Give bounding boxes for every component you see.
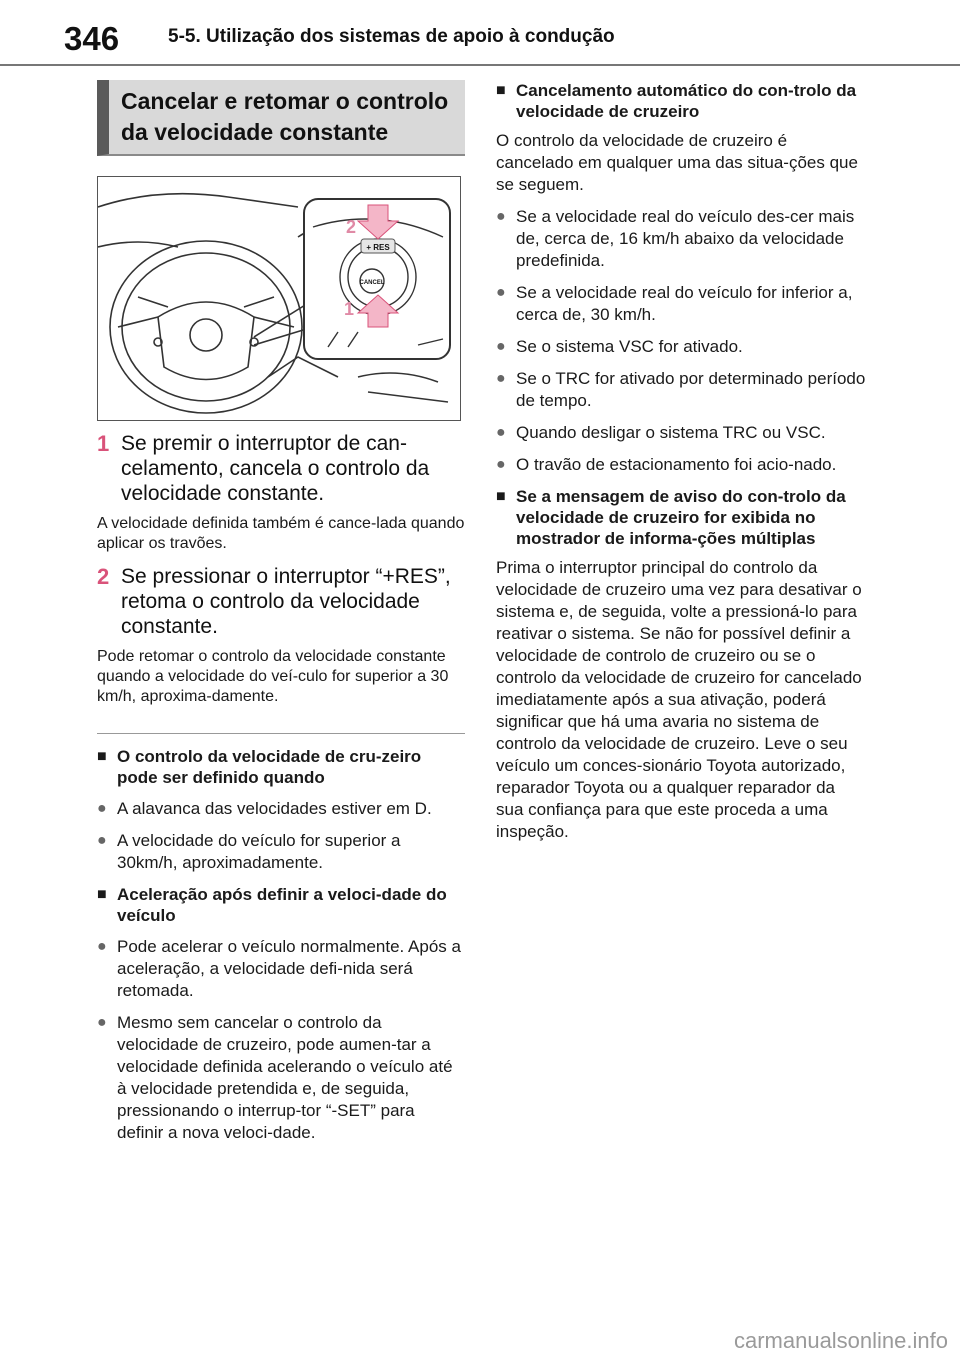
circle-bullet-icon: ●: [496, 456, 506, 473]
list-item: ● Se o sistema VSC for ativado.: [496, 336, 866, 358]
list-item: ● Se a velocidade real do veículo des-ce…: [496, 206, 866, 272]
list-item: ● A alavanca das velocidades estiver em …: [97, 798, 465, 820]
list-item-text: Se a velocidade real do veículo des-cer …: [516, 207, 855, 270]
header-divider: [0, 64, 960, 66]
step-text: Se pressionar o interruptor “+RES”, reto…: [121, 565, 451, 638]
callout-2: 2: [346, 217, 356, 237]
list-item: ● Pode acelerar o veículo normalmente. A…: [97, 936, 465, 1002]
step-number: 2: [97, 564, 110, 589]
subsection-heading: ■ Cancelamento automático do con-trolo d…: [496, 80, 866, 122]
subsection-heading: ■ Se a mensagem de aviso do con-trolo da…: [496, 486, 866, 549]
subsection-heading-text: O controlo da velocidade de cru-zeiro po…: [117, 747, 422, 787]
square-icon: ■: [97, 748, 107, 765]
circle-bullet-icon: ●: [496, 370, 506, 387]
circle-bullet-icon: ●: [97, 938, 107, 955]
subsection-heading-text: Cancelamento automático do con-trolo da …: [516, 81, 857, 121]
left-column: Cancelar e retomar o controlo da velocid…: [97, 80, 465, 1144]
steering-wheel-illustration: + RES CANCEL 2 1: [97, 176, 461, 421]
circle-bullet-icon: ●: [97, 800, 107, 817]
step-note: A velocidade definida também é cance-lad…: [97, 515, 465, 552]
subsection-heading-text: Se a mensagem de aviso do con-trolo da v…: [516, 487, 846, 548]
list-item-text: Quando desligar o sistema TRC ou VSC.: [516, 423, 826, 442]
list-item-text: A alavanca das velocidades estiver em D.: [117, 799, 432, 818]
section-divider: [97, 733, 465, 734]
step-1: 1 Se premir o interruptor de can-celamen…: [97, 431, 465, 506]
step-text: Se premir o interruptor de can-celamento…: [121, 432, 430, 505]
square-icon: ■: [496, 82, 506, 99]
cancel-button-label: CANCEL: [360, 280, 385, 286]
step-note: Pode retomar o controlo da velocidade co…: [97, 648, 449, 705]
list-item-text: A velocidade do veículo for superior a 3…: [117, 831, 401, 872]
list-item: ● A velocidade do veículo for superior a…: [97, 830, 465, 874]
topic-title-line-2: da velocidade constante: [121, 119, 389, 145]
square-icon: ■: [97, 886, 107, 903]
topic-title-box: Cancelar e retomar o controlo da velocid…: [97, 80, 465, 156]
right-column: ■ Cancelamento automático do con-trolo d…: [496, 80, 866, 843]
subsection-heading-text: Aceleração após definir a veloci-dade do…: [117, 885, 447, 925]
square-icon: ■: [496, 488, 506, 505]
circle-bullet-icon: ●: [496, 424, 506, 441]
callout-1: 1: [344, 299, 354, 319]
circle-bullet-icon: ●: [97, 832, 107, 849]
step-number: 1: [97, 431, 110, 456]
list-item: ● Mesmo sem cancelar o controlo da veloc…: [97, 1012, 465, 1144]
paragraph: Prima o interruptor principal do control…: [496, 558, 862, 841]
list-item: ● Se a velocidade real do veículo for in…: [496, 282, 866, 326]
list-item-text: Se o TRC for ativado por determinado per…: [516, 369, 866, 410]
res-button-label: + RES: [366, 243, 390, 252]
down-arrow-icon: [356, 204, 400, 240]
paragraph: O controlo da velocidade de cruzeiro é c…: [496, 131, 858, 194]
subsection-heading: ■ Aceleração após definir a veloci-dade …: [97, 884, 465, 926]
section-title: 5-5. Utilização dos sistemas de apoio à …: [168, 26, 615, 47]
list-item: ● Se o TRC for ativado por determinado p…: [496, 368, 866, 412]
list-item-text: Se a velocidade real do veículo for infe…: [516, 283, 853, 324]
step-2: 2 Se pressionar o interruptor “+RES”, re…: [97, 564, 465, 639]
watermark: carmanualsonline.info: [733, 1328, 948, 1353]
subsection-heading: ■ O controlo da velocidade de cru-zeiro …: [97, 746, 465, 788]
list-item-text: Se o sistema VSC for ativado.: [516, 337, 743, 356]
page-header: 346 5-5. Utilização dos sistemas de apoi…: [0, 0, 960, 66]
list-item: ● O travão de estacionamento foi acio-na…: [496, 454, 866, 476]
circle-bullet-icon: ●: [496, 208, 506, 225]
up-arrow-icon: [356, 294, 400, 328]
circle-bullet-icon: ●: [496, 284, 506, 301]
list-item: ● Quando desligar o sistema TRC ou VSC.: [496, 422, 866, 444]
circle-bullet-icon: ●: [97, 1014, 107, 1031]
circle-bullet-icon: ●: [496, 338, 506, 355]
list-item-text: Pode acelerar o veículo normalmente. Apó…: [117, 937, 461, 1000]
list-item-text: O travão de estacionamento foi acio-nado…: [516, 455, 837, 474]
steering-wheel-drawing: + RES CANCEL 2 1: [98, 192, 451, 414]
list-item-text: Mesmo sem cancelar o controlo da velocid…: [117, 1013, 453, 1142]
topic-title-line-1: Cancelar e retomar o controlo: [121, 88, 449, 114]
page-number: 346: [64, 20, 120, 57]
